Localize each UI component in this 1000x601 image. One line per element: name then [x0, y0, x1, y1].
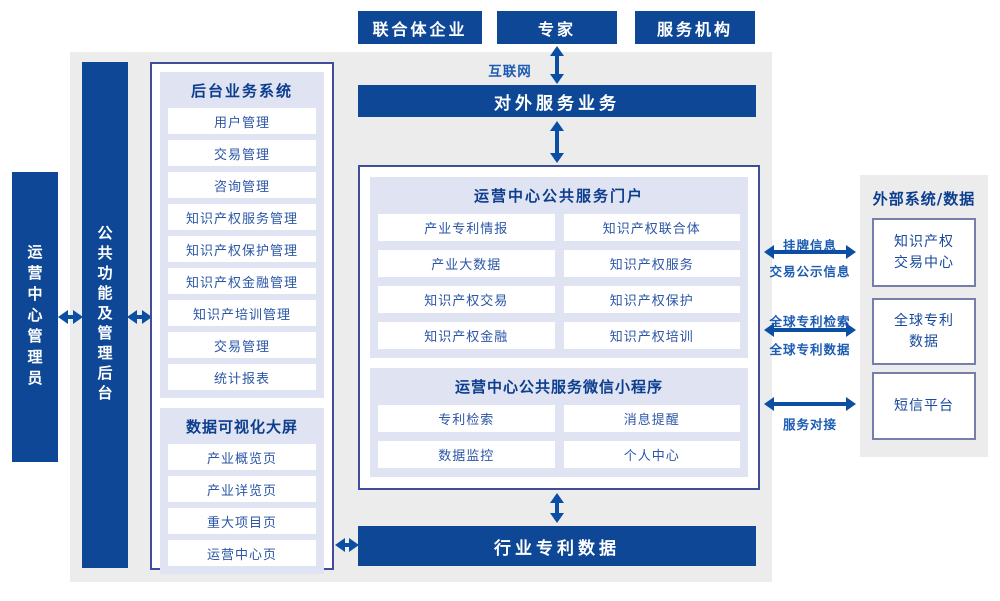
miniprogram-section: 运营中心公共服务微信小程序 专利检索 消息提醒 数据监控 个人中心	[370, 368, 748, 477]
left-frame: 后台业务系统 用户管理 交易管理 咨询管理 知识产权服务管理 知识产权保护管理 …	[150, 62, 334, 574]
portal-title: 运营中心公共服务门户	[473, 187, 644, 205]
backend-item: 知识产权服务管理	[168, 204, 316, 230]
portal-grid: 产业专利情报 知识产权联合体 产业大数据 知识产权服务 知识产权交易 知识产权保…	[370, 214, 748, 358]
industry-patent-data-label: 行业专利数据	[494, 538, 620, 559]
portal-item: 知识产权联合体	[563, 214, 740, 241]
portal-item: 知识产权金融	[378, 322, 555, 349]
actor-box-service-org: 服务机构	[635, 11, 755, 44]
portal-item: 知识产权培训	[563, 322, 740, 349]
global-patent-data-label: 全球专利数据	[769, 342, 851, 357]
global-patent-arrow	[764, 323, 856, 337]
admin-to-backend-arrow	[58, 310, 83, 324]
public-backend-label: 公共功能及管理后台	[95, 225, 114, 405]
dashboard-to-patent-data-arrow	[335, 538, 359, 552]
miniprogram-title: 运营中心公共服务微信小程序	[454, 378, 663, 396]
backend-item: 咨询管理	[168, 172, 316, 198]
backend-item: 知识产培训管理	[168, 300, 316, 326]
ip-exchange-arrow	[764, 245, 856, 259]
portal-item: 知识产权交易	[378, 286, 555, 313]
miniprogram-grid: 专利检索 消息提醒 数据监控 个人中心	[370, 405, 748, 477]
portal-item: 知识产权保护	[563, 286, 740, 313]
backend-item: 知识产权金融管理	[168, 268, 316, 294]
external-box-ip-exchange: 知识产权 交易中心	[872, 218, 976, 287]
backend-item: 用户管理	[168, 108, 316, 134]
external-panel-title: 外部系统/数据	[872, 190, 976, 208]
admin-label: 运营中心管理员	[25, 243, 44, 391]
dashboard-item: 产业概览页	[168, 444, 316, 470]
miniprogram-item: 数据监控	[378, 441, 555, 468]
backend-item: 交易管理	[168, 140, 316, 166]
public-backend-rail: 公共功能及管理后台	[82, 62, 128, 568]
center-frame: 运营中心公共服务门户 产业专利情报 知识产权联合体 产业大数据 知识产权服务 知…	[358, 165, 760, 490]
actor-label: 专家	[537, 19, 576, 39]
backend-to-frame-arrow	[127, 310, 152, 324]
global-patent-search-label: 全球专利检索	[769, 314, 851, 329]
portal-item: 产业大数据	[378, 250, 555, 277]
dashboard-item: 产业详览页	[168, 476, 316, 502]
miniprogram-item: 消息提醒	[563, 405, 740, 432]
external-service-bar: 对外服务业务	[358, 85, 756, 117]
external-box-sms-platform: 短信平台	[872, 372, 976, 440]
backend-system-title: 后台业务系统	[190, 82, 293, 100]
service-integration-label: 服务对接	[782, 417, 837, 432]
miniprogram-item: 个人中心	[563, 441, 740, 468]
trade-publicity-label: 交易公示信息	[769, 264, 851, 279]
actor-label: 服务机构	[656, 19, 733, 39]
external-panel: 外部系统/数据 知识产权 交易中心 全球专利 数据 短信平台	[860, 175, 988, 457]
internet-arrow	[550, 46, 564, 84]
portal-to-patent-data-arrow	[550, 493, 564, 523]
dashboard-title: 数据可视化大屏	[185, 418, 298, 436]
portal-item: 产业专利情报	[378, 214, 555, 241]
portal-item: 知识产权服务	[563, 250, 740, 277]
external-box-global-patent: 全球专利 数据	[872, 298, 976, 365]
backend-item: 统计报表	[168, 364, 316, 390]
miniprogram-item: 专利检索	[378, 405, 555, 432]
internet-label: 互联网	[488, 64, 532, 80]
actor-box-consortium: 联合体企业	[358, 11, 482, 44]
actor-label: 联合体企业	[372, 19, 468, 39]
portal-section: 运营中心公共服务门户 产业专利情报 知识产权联合体 产业大数据 知识产权服务 知…	[370, 177, 748, 358]
sms-arrow	[764, 397, 856, 411]
actor-box-expert: 专家	[497, 11, 617, 44]
external-service-label: 对外服务业务	[494, 93, 620, 114]
listing-info-label: 挂牌信息	[782, 238, 837, 253]
dashboard-list: 产业概览页 产业详览页 重大项目页 运营中心页	[160, 444, 324, 574]
backend-item: 知识产权保护管理	[168, 236, 316, 262]
dashboard-item: 重大项目页	[168, 508, 316, 534]
industry-patent-data-bar: 行业专利数据	[358, 526, 756, 566]
admin-rail: 运营中心管理员	[12, 172, 58, 462]
bar-to-portal-arrow	[550, 121, 564, 163]
dashboard-section: 数据可视化大屏 产业概览页 产业详览页 重大项目页 运营中心页	[160, 408, 324, 574]
backend-item: 交易管理	[168, 332, 316, 358]
dashboard-item: 运营中心页	[168, 540, 316, 566]
backend-system-section: 后台业务系统 用户管理 交易管理 咨询管理 知识产权服务管理 知识产权保护管理 …	[160, 72, 324, 398]
backend-system-list: 用户管理 交易管理 咨询管理 知识产权服务管理 知识产权保护管理 知识产权金融管…	[160, 108, 324, 398]
